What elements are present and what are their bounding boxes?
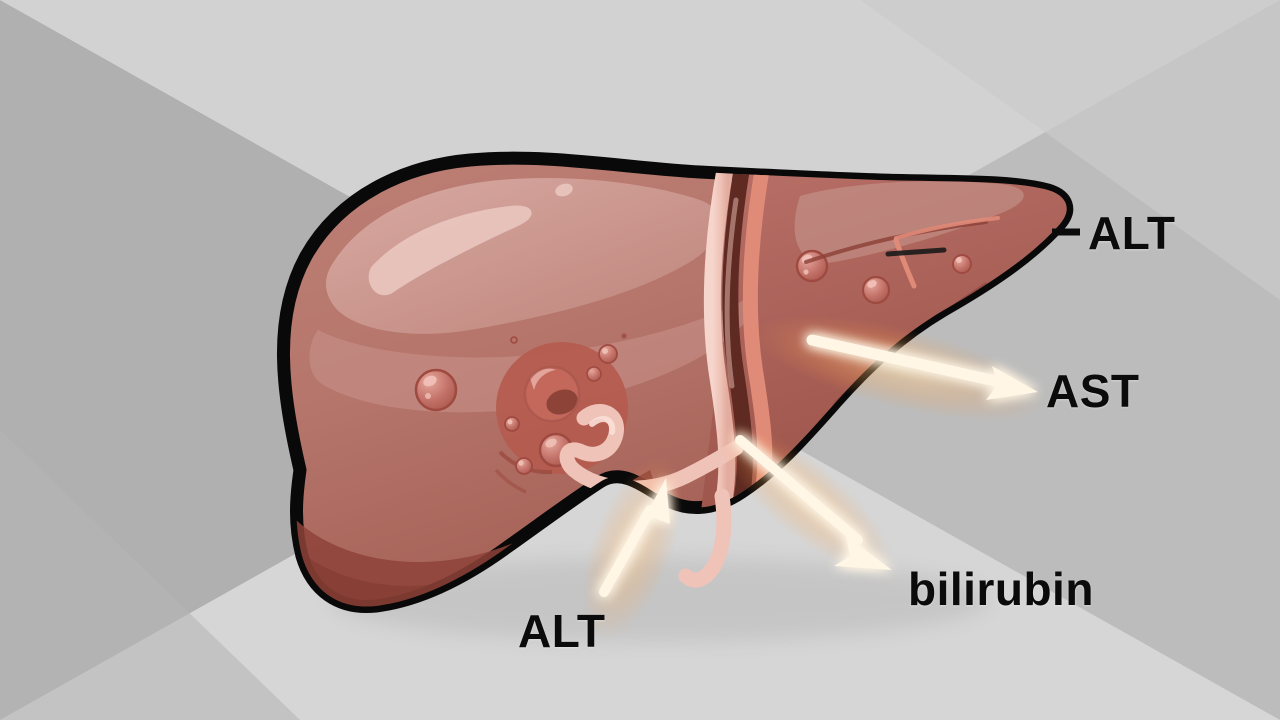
alt-bottom-arrow — [599, 478, 670, 597]
liver-vessel-right — [804, 216, 1000, 289]
nodule-left-highlight-small — [425, 393, 431, 399]
nodule-lower-highlight — [545, 438, 557, 448]
lesion-arc-lower — [494, 468, 527, 494]
nodule-tiny-c-highlight — [602, 348, 608, 354]
nodule-tiny-d — [586, 366, 602, 382]
nodule-speck-a — [510, 336, 518, 344]
label-alt-bottom: ALT — [518, 605, 606, 657]
lesion-pit-ring — [523, 365, 581, 423]
vessel-line-highlight — [894, 216, 1000, 240]
nodule-right-c-highlight — [956, 257, 962, 263]
liver-highlight-dot — [555, 183, 573, 197]
background-accent-bottom-left — [0, 430, 300, 720]
label-ast: AST — [1046, 365, 1140, 417]
bilirubin-arrow — [735, 435, 892, 570]
label-alt-top: ALT — [1088, 207, 1176, 259]
bile-duct-tail — [678, 488, 732, 588]
nodule-tiny-a-highlight — [507, 419, 513, 425]
liver-right-gloss — [794, 181, 1024, 263]
nodule-tiny-c — [598, 344, 618, 364]
ast-arrow — [806, 334, 1038, 400]
ast-arrow-shaft — [806, 334, 1006, 388]
liver-gloss-primary — [325, 178, 721, 334]
bile-duct-system — [559, 404, 744, 496]
nodule-right-c — [952, 254, 972, 274]
lesion-pit-highlight — [530, 368, 556, 390]
nodule-tiny-a — [504, 416, 520, 432]
vessel-branch — [893, 237, 917, 289]
bile-duct-loop — [559, 404, 744, 496]
nodule-left-highlight — [423, 375, 437, 387]
bile-duct-loop-highlight — [589, 415, 616, 435]
vessel-shadow-dash — [885, 247, 947, 257]
liver-shadow-inferior — [295, 470, 660, 607]
nodule-tiny-b — [515, 457, 533, 475]
liver-drop-shadow — [330, 558, 990, 642]
liver-nodules — [414, 249, 972, 475]
lesion-pit-core — [546, 389, 578, 415]
ast-arrow-head — [986, 366, 1038, 400]
bilirubin-arrow-shaft — [735, 435, 863, 545]
background-accent-top-right — [860, 0, 1280, 300]
liver-highlight-streak — [368, 205, 532, 296]
bilirubin-arrow-head — [834, 536, 892, 570]
nodule-right-b — [861, 275, 891, 305]
alt-bottom-arrow-head — [640, 478, 670, 526]
bile-duct-shading — [724, 197, 739, 389]
nodule-tiny-b-highlight — [518, 460, 524, 466]
nodule-left — [414, 368, 458, 412]
nodule-speck-b — [621, 333, 627, 339]
nodule-right-b-highlight — [867, 280, 877, 288]
nodule-right-a-highlight-small — [803, 269, 809, 275]
vessel-line-main — [804, 220, 988, 264]
label-bilirubin: bilirubin — [908, 563, 1094, 615]
